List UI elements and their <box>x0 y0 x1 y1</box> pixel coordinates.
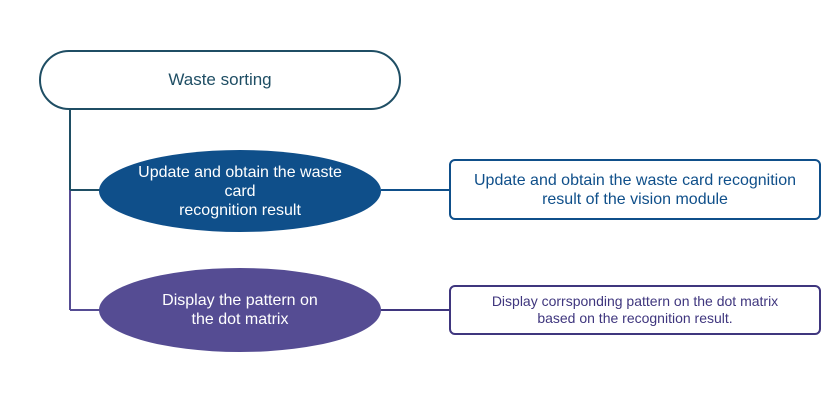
step-detail-update-recognition: Update and obtain the waste card recogni… <box>449 159 821 220</box>
step-node-display-pattern: Display the pattern on the dot matrix <box>99 268 381 352</box>
step-node-update-recognition: Update and obtain the waste card recogni… <box>99 150 381 232</box>
root-node-label: Waste sorting <box>168 70 272 89</box>
step-detail-display-pattern: Display corrsponding pattern on the dot … <box>449 285 821 335</box>
root-node: Waste sorting <box>39 50 401 110</box>
